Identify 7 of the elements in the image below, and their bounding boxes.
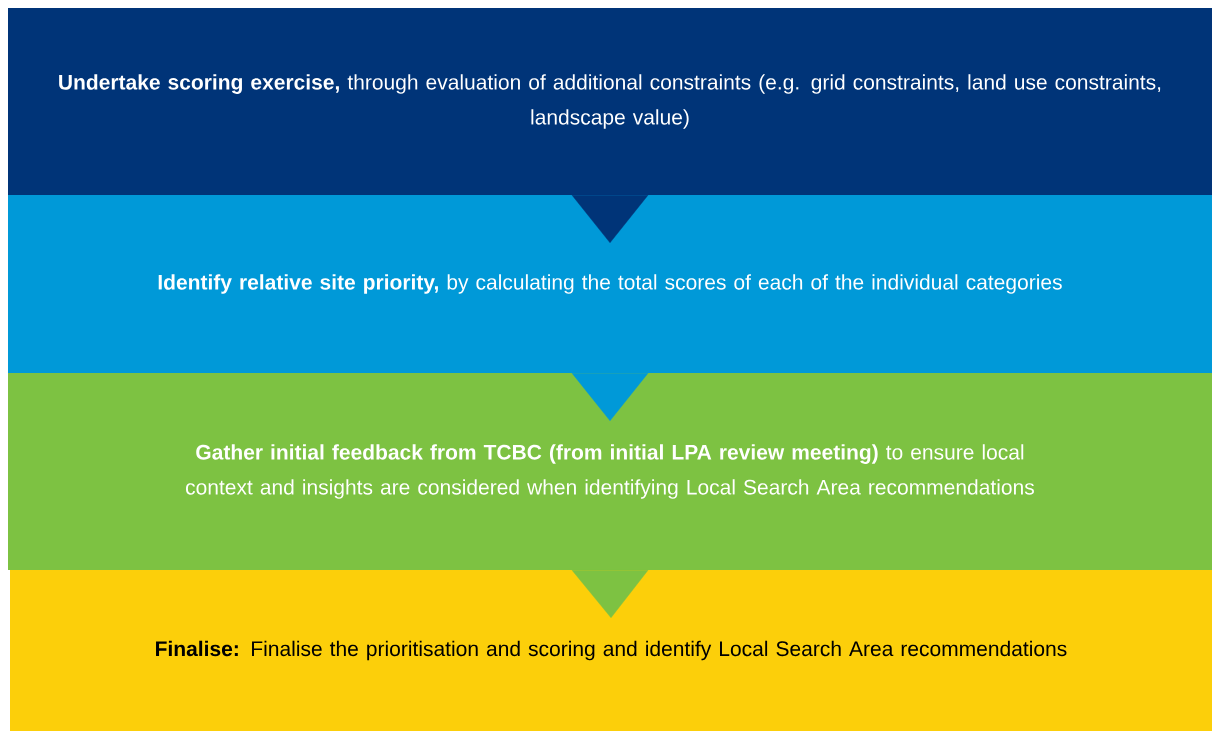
band: Finalise: Finalise the prioritisation and scoring and identify Local Search Area recommendations <box>10 570 1212 731</box>
chevron-arrow <box>571 373 649 421</box>
chevron-arrow <box>571 570 649 618</box>
band: Identify relative site priority, by calculating the total scores of each of the individual categories <box>8 195 1212 373</box>
band: Gather initial feedback from TCBC (from initial LPA review meeting) to ensure local context and insights are considered when identifying Local Search Area recommendations <box>8 373 1212 570</box>
band: Undertake scoring exercise, through evaluation of additional constraints (e.g. grid constraints, land use constraints, landscape value) <box>8 8 1212 195</box>
chevron-arrow <box>571 195 649 243</box>
